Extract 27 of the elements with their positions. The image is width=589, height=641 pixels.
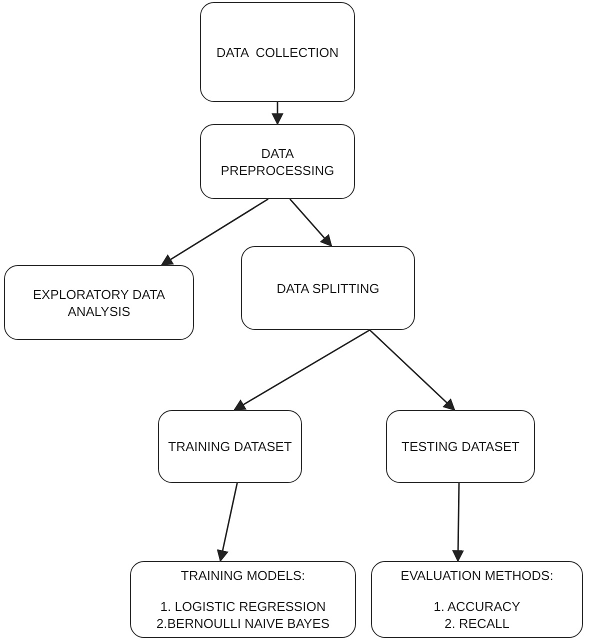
- list-item: 1. ACCURACY: [434, 598, 520, 615]
- process-box: [158, 410, 302, 483]
- arrow: [452, 482, 464, 562]
- process-box: [386, 410, 535, 483]
- process-box: [371, 561, 583, 638]
- process-box: [200, 124, 355, 199]
- box-title: DATA PREPROCESSING: [220, 144, 336, 178]
- process-box: [4, 265, 194, 340]
- arrow: [369, 329, 456, 411]
- box-title: DATA SPLITTING: [276, 280, 380, 296]
- box-title: EVALUATION METHODS:: [400, 567, 554, 584]
- arrow: [272, 102, 284, 126]
- box-title: EXPLORATORY DATA ANALYSIS: [32, 286, 166, 320]
- box-title: TRAINING DATASET: [168, 438, 292, 455]
- arrow: [216, 482, 238, 562]
- arrow: [233, 329, 370, 411]
- box-title: TESTING DATASET: [402, 438, 520, 455]
- box-title: DATA COLLECTION: [216, 44, 339, 60]
- list-item: 2. RECALL: [444, 615, 510, 632]
- box-title: TRAINING MODELS:: [180, 567, 306, 584]
- process-box: [200, 2, 355, 102]
- arrow: [160, 198, 269, 266]
- process-box: [130, 561, 356, 638]
- list-item: 1. LOGISTIC REGRESSION: [160, 598, 326, 615]
- arrow: [289, 198, 332, 247]
- process-box: [241, 246, 415, 330]
- list-item: 2.BERNOULLI NAIVE BAYES: [156, 615, 330, 632]
